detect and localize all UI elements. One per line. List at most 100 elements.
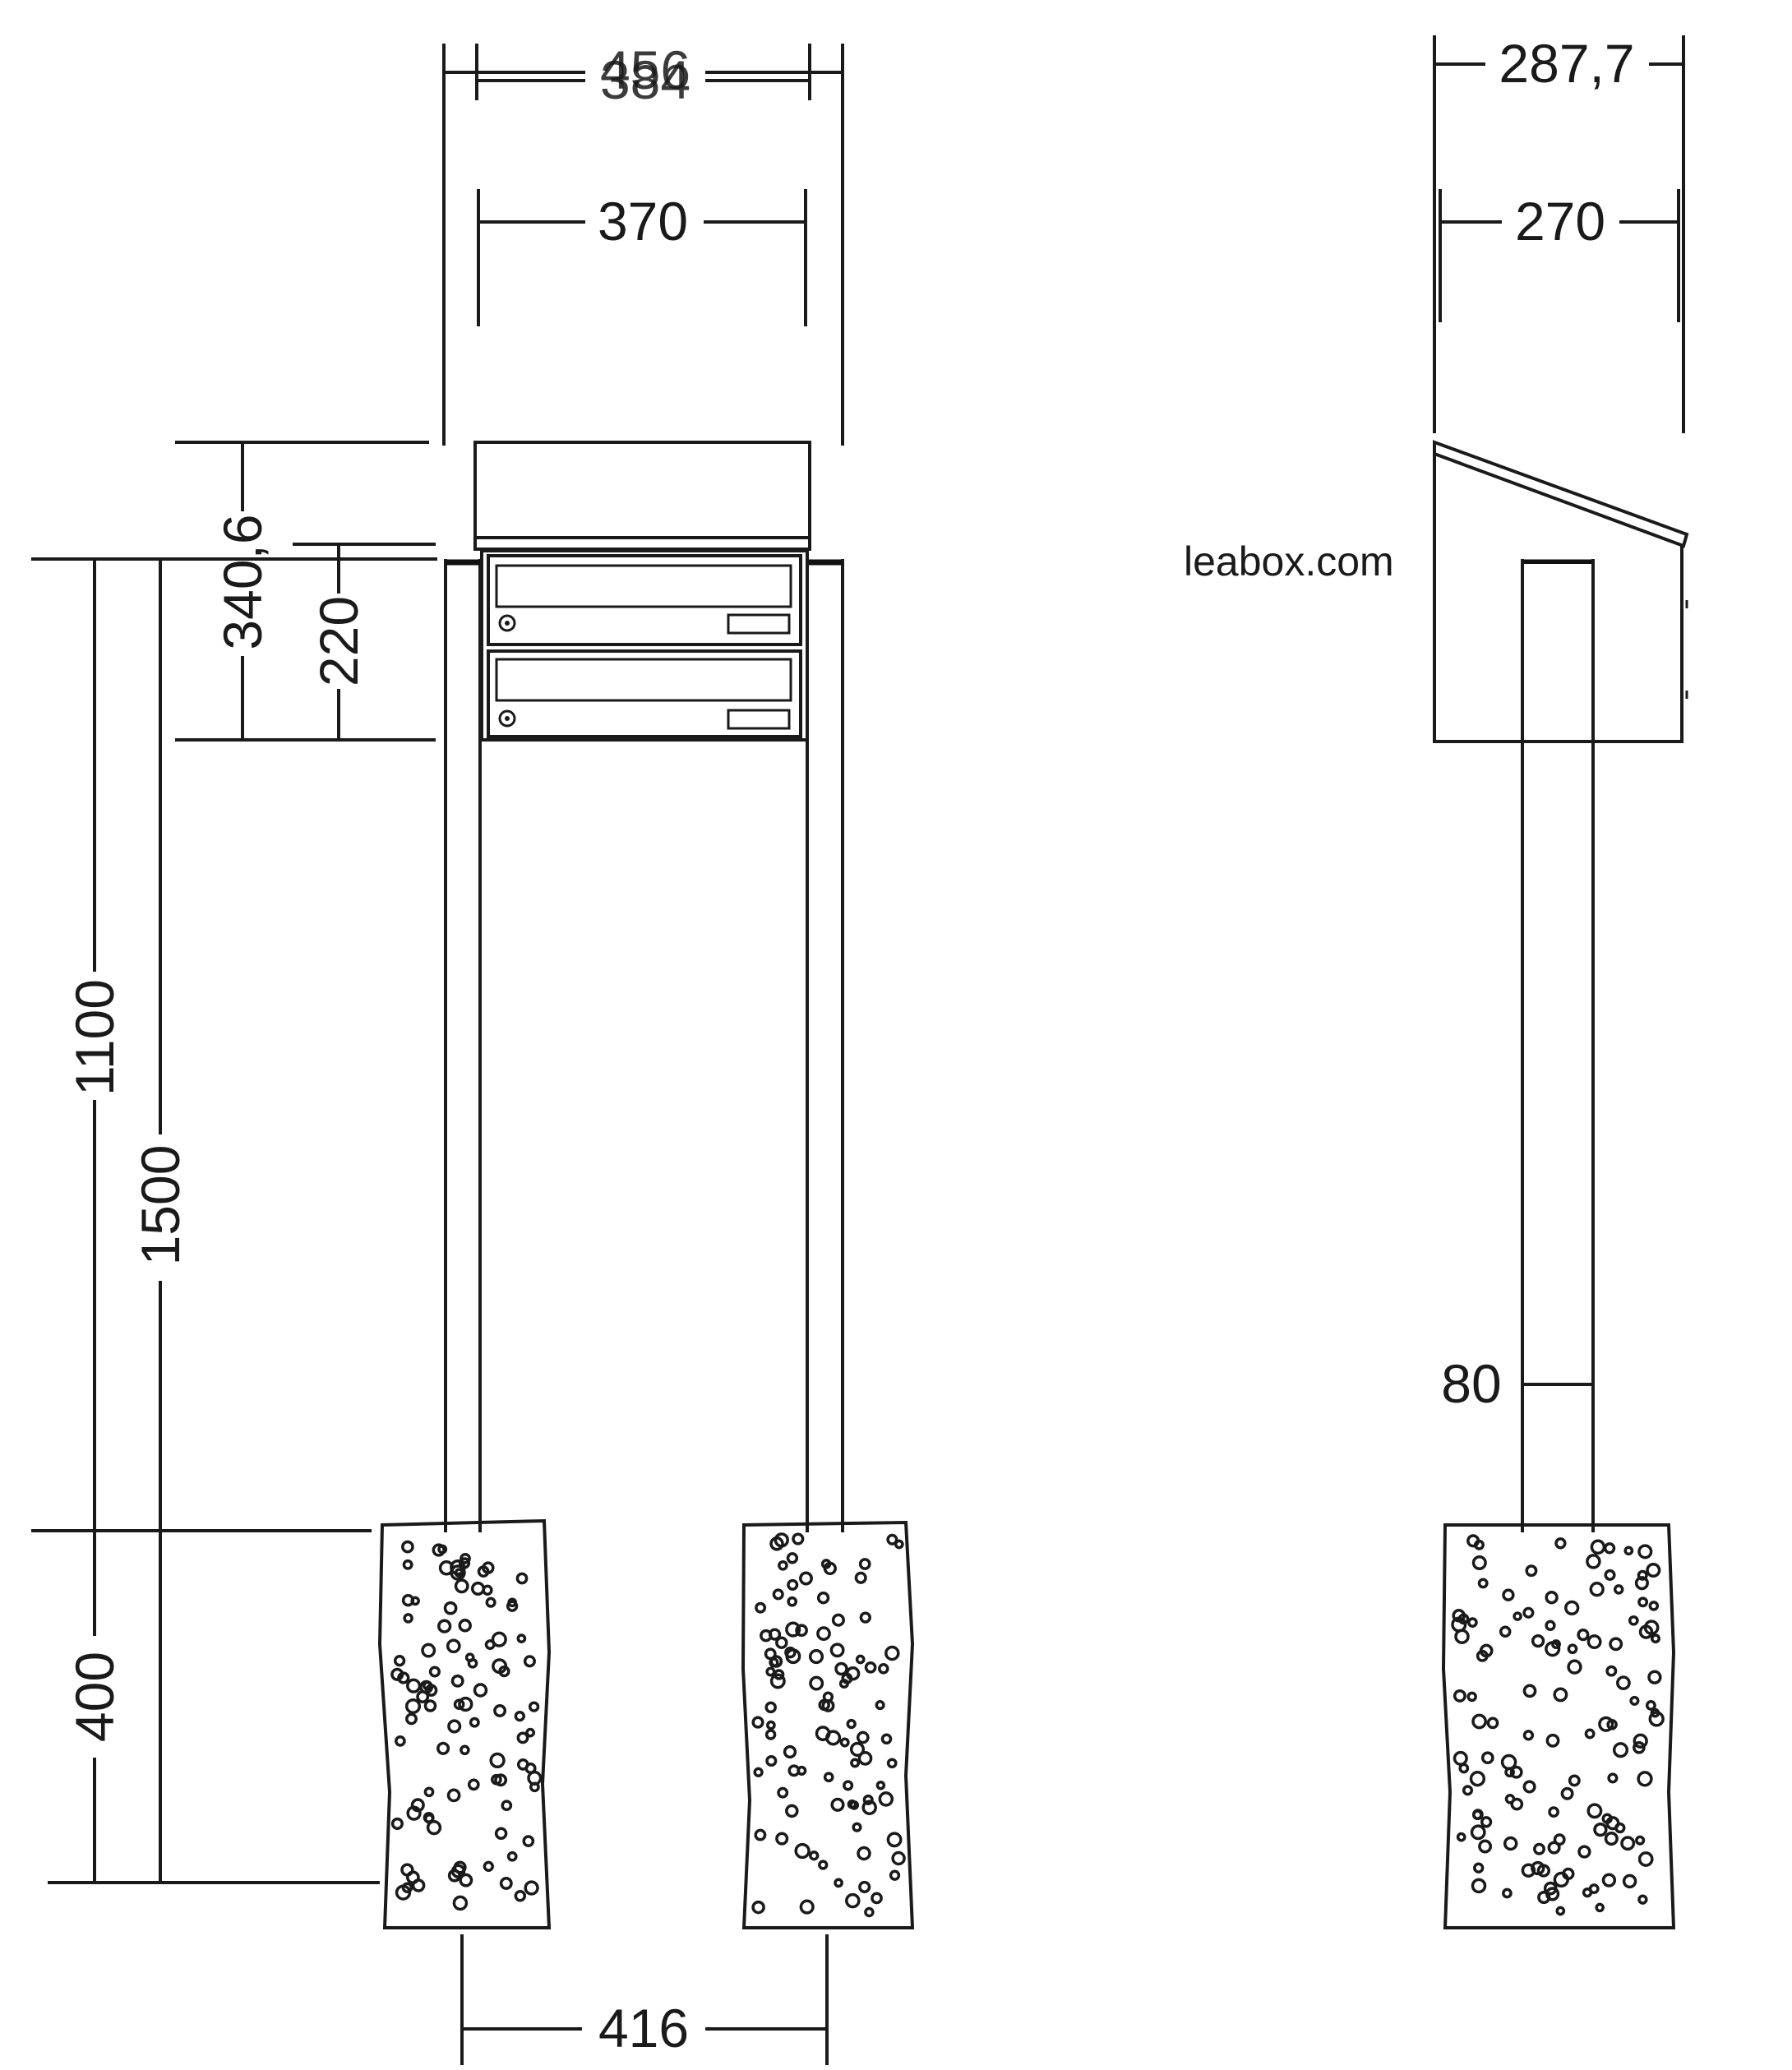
aggregate-pebble bbox=[450, 1559, 466, 1576]
mailbox-compartment-upper bbox=[487, 554, 802, 646]
aggregate-pebble bbox=[1545, 1619, 1556, 1631]
aggregate-pebble bbox=[528, 1701, 540, 1712]
aggregate-pebble bbox=[1531, 1633, 1545, 1648]
aggregate-pebble bbox=[857, 1751, 873, 1766]
aggregate-pebble bbox=[880, 1733, 893, 1745]
aggregate-pebble bbox=[406, 1805, 422, 1821]
aggregate-pebble bbox=[769, 1673, 786, 1689]
aggregate-pebble bbox=[406, 1678, 422, 1693]
aggregate-pebble bbox=[778, 1559, 788, 1571]
aggregate-pebble bbox=[1593, 1822, 1608, 1837]
aggregate-pebble bbox=[859, 1611, 871, 1624]
aggregate-pebble bbox=[1650, 1707, 1660, 1718]
dimension-height-1100: 1100 bbox=[64, 557, 125, 1532]
aggregate-pebble bbox=[458, 1619, 472, 1633]
aggregate-pebble bbox=[894, 1539, 904, 1550]
aggregate-pebble bbox=[787, 1578, 799, 1591]
aggregate-pebble bbox=[1598, 1716, 1614, 1732]
dimension-height-1500: 1500 bbox=[130, 557, 191, 1884]
label-width-370: 370 bbox=[598, 191, 688, 252]
aggregate-pebble bbox=[765, 1666, 776, 1677]
foundation-side-aggregate bbox=[1451, 1534, 1665, 1916]
aggregate-pebble bbox=[525, 1727, 535, 1738]
aggregate-pebble bbox=[755, 1601, 767, 1614]
aggregate-pebble bbox=[423, 1699, 437, 1712]
aggregate-pebble bbox=[1604, 1832, 1619, 1846]
aggregate-pebble bbox=[501, 1800, 513, 1812]
aggregate-pebble bbox=[506, 1851, 518, 1862]
aggregate-pebble bbox=[450, 1674, 464, 1688]
aggregate-pebble bbox=[764, 1729, 777, 1740]
label-depth-287-7: 287,7 bbox=[1499, 33, 1634, 94]
letter-slot bbox=[495, 564, 792, 608]
aggregate-pebble bbox=[401, 1594, 415, 1607]
aggregate-pebble bbox=[454, 1578, 469, 1594]
aggregate-pebble bbox=[516, 1731, 529, 1744]
aggregate-pebble bbox=[515, 1572, 529, 1585]
aggregate-pebble bbox=[843, 1780, 854, 1791]
aggregate-pebble bbox=[1547, 1841, 1561, 1855]
dimension-height-box: 220 bbox=[293, 543, 436, 740]
foundation-left-aggregate bbox=[390, 1540, 543, 1911]
dimension-depth-overall: 287,7 bbox=[1433, 33, 1685, 433]
aggregate-pebble bbox=[858, 1880, 871, 1893]
label-width-384: 384 bbox=[600, 49, 690, 110]
aggregate-pebble bbox=[395, 1735, 406, 1747]
aggregate-pebble bbox=[436, 1741, 450, 1755]
aggregate-pebble bbox=[773, 1669, 785, 1680]
aggregate-pebble bbox=[514, 1889, 527, 1902]
aggregate-pebble bbox=[764, 1701, 777, 1714]
aggregate-pebble bbox=[447, 1869, 461, 1883]
aggregate-pebble bbox=[522, 1835, 535, 1847]
aggregate-pebble bbox=[467, 1778, 480, 1791]
aggregate-pebble bbox=[1502, 1588, 1515, 1601]
aggregate-pebble bbox=[820, 1559, 832, 1569]
aggregate-pebble bbox=[410, 1798, 425, 1813]
aggregate-pebble bbox=[816, 1592, 830, 1605]
aggregate-pebble bbox=[1648, 1711, 1665, 1727]
label-post-80: 80 bbox=[1441, 1353, 1501, 1414]
aggregate-pebble bbox=[772, 1588, 784, 1601]
aggregate-pebble bbox=[1472, 1809, 1484, 1820]
label-height-220: 220 bbox=[308, 596, 369, 686]
aggregate-pebble bbox=[1648, 1601, 1660, 1611]
aggregate-pebble bbox=[1555, 1906, 1566, 1916]
aggregate-pebble bbox=[1533, 1842, 1545, 1855]
aggregate-pebble bbox=[470, 1581, 486, 1596]
side-post bbox=[1521, 559, 1595, 1532]
aggregate-pebble bbox=[1522, 1780, 1536, 1794]
aggregate-pebble bbox=[404, 1698, 422, 1715]
aggregate-pebble bbox=[1474, 1539, 1485, 1550]
aggregate-pebble bbox=[847, 1799, 857, 1809]
foundation-left bbox=[377, 1518, 552, 1929]
aggregate-pebble bbox=[469, 1717, 480, 1728]
aggregate-pebble bbox=[1471, 1555, 1487, 1571]
aggregate-pebble bbox=[524, 1762, 537, 1775]
aggregate-pebble bbox=[1582, 1887, 1593, 1898]
aggregate-pebble bbox=[1651, 1633, 1660, 1644]
front-view: 456 384 370 340,6 220 bbox=[31, 39, 915, 2065]
aggregate-pebble bbox=[854, 1571, 867, 1584]
aggregate-pebble bbox=[858, 1558, 871, 1570]
lock-icon bbox=[498, 709, 516, 728]
aggregate-pebble bbox=[1629, 1695, 1640, 1706]
side-view: 287,7 270 leabox.com 80 bbox=[1184, 33, 1689, 1929]
label-height-1500: 1500 bbox=[130, 1145, 191, 1266]
aggregate-pebble bbox=[494, 1773, 508, 1787]
aggregate-pebble bbox=[447, 1719, 462, 1734]
aggregate-pebble bbox=[1635, 1835, 1646, 1846]
aggregate-pebble bbox=[1567, 1659, 1582, 1675]
aggregate-pebble bbox=[1645, 1700, 1656, 1711]
aggregate-pebble bbox=[459, 1873, 473, 1887]
aggregate-pebble bbox=[1543, 1881, 1558, 1896]
aggregate-pebble bbox=[529, 1781, 540, 1793]
aggregate-pebble bbox=[1522, 1684, 1537, 1698]
aggregate-pebble bbox=[402, 1559, 413, 1570]
aggregate-pebble bbox=[1545, 1591, 1559, 1605]
aggregate-pebble bbox=[1521, 1863, 1536, 1878]
aggregate-pebble bbox=[871, 1892, 883, 1905]
aggregate-pebble bbox=[1605, 1665, 1618, 1677]
aggregate-pebble bbox=[1480, 1816, 1493, 1828]
aggregate-pebble bbox=[753, 1767, 764, 1777]
aggregate-pebble bbox=[1586, 1554, 1601, 1569]
